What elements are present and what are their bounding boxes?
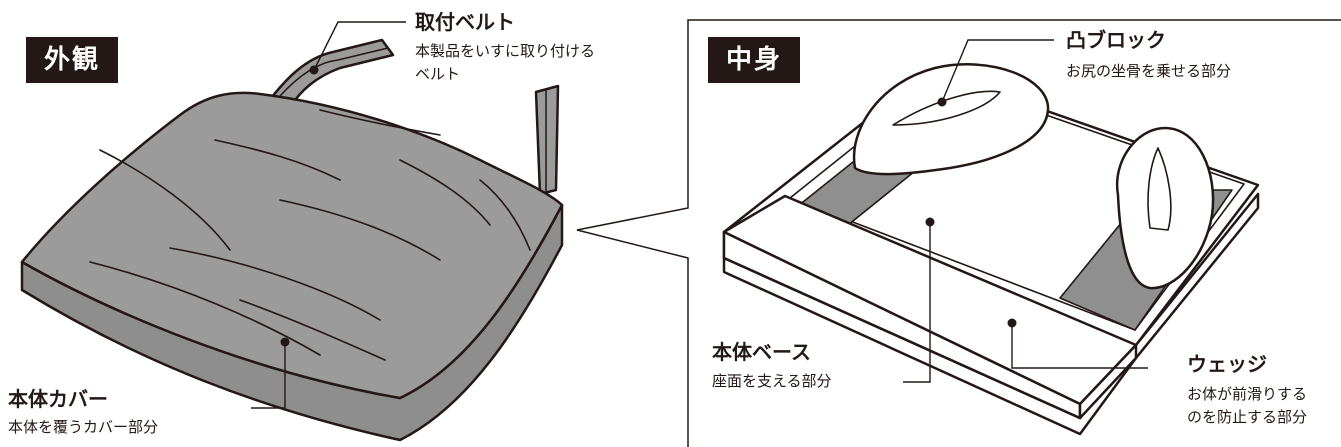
interior-leaders	[903, 39, 1148, 383]
belt-desc-line2: ベルト	[415, 65, 461, 83]
exterior-badge: 外観	[26, 37, 118, 83]
wedge-title: ウェッジ	[1187, 352, 1267, 376]
belt-desc-line1: 本製品をいすに取り付ける	[415, 42, 596, 60]
belt-title: 取付ベルト	[415, 10, 515, 34]
belt-pointer-dot	[309, 65, 319, 75]
interior-badge: 中身	[708, 37, 800, 83]
cover-pointer-dot	[280, 337, 290, 347]
exterior-cushion	[20, 38, 564, 442]
cushion-top	[20, 91, 564, 400]
wedge-pointer-dot	[1007, 318, 1017, 328]
cover-title: 本体カバー	[8, 387, 108, 411]
interior-cushion	[722, 63, 1260, 436]
exterior-leaders	[251, 21, 406, 409]
zoom-frame	[576, 19, 1341, 447]
cover-desc: 本体を覆うカバー部分	[8, 418, 159, 436]
base-desc: 座面を支える部分	[712, 372, 832, 390]
wedge-desc-line1: お体が前滑りする	[1187, 385, 1308, 403]
wedge-desc-line2: のを防止する部分	[1187, 408, 1308, 426]
block-title: 凸ブロック	[1066, 28, 1166, 52]
base-pointer-dot	[925, 217, 935, 227]
right-belt-strap	[534, 84, 560, 196]
block-desc: お尻の坐骨を乗せる部分	[1066, 62, 1232, 80]
base-title: 本体ベース	[712, 340, 811, 364]
block-pointer-dot	[937, 97, 947, 107]
